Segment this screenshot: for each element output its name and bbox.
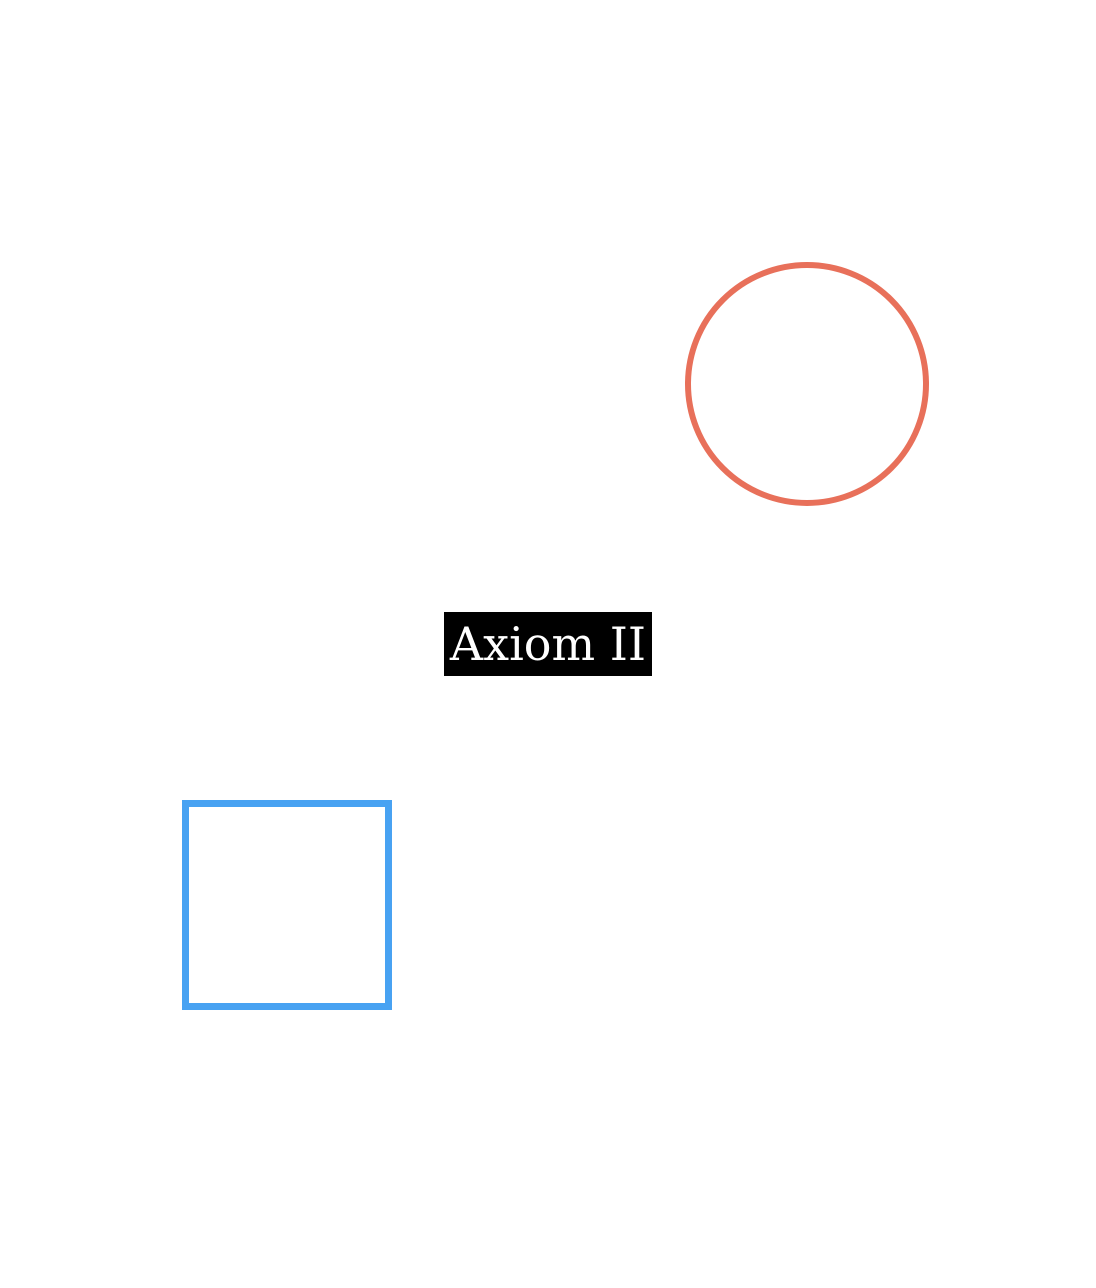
axiom-label: Axiom II — [444, 612, 652, 676]
red-circle-outline — [685, 262, 929, 506]
blue-square-outline — [182, 800, 392, 1010]
